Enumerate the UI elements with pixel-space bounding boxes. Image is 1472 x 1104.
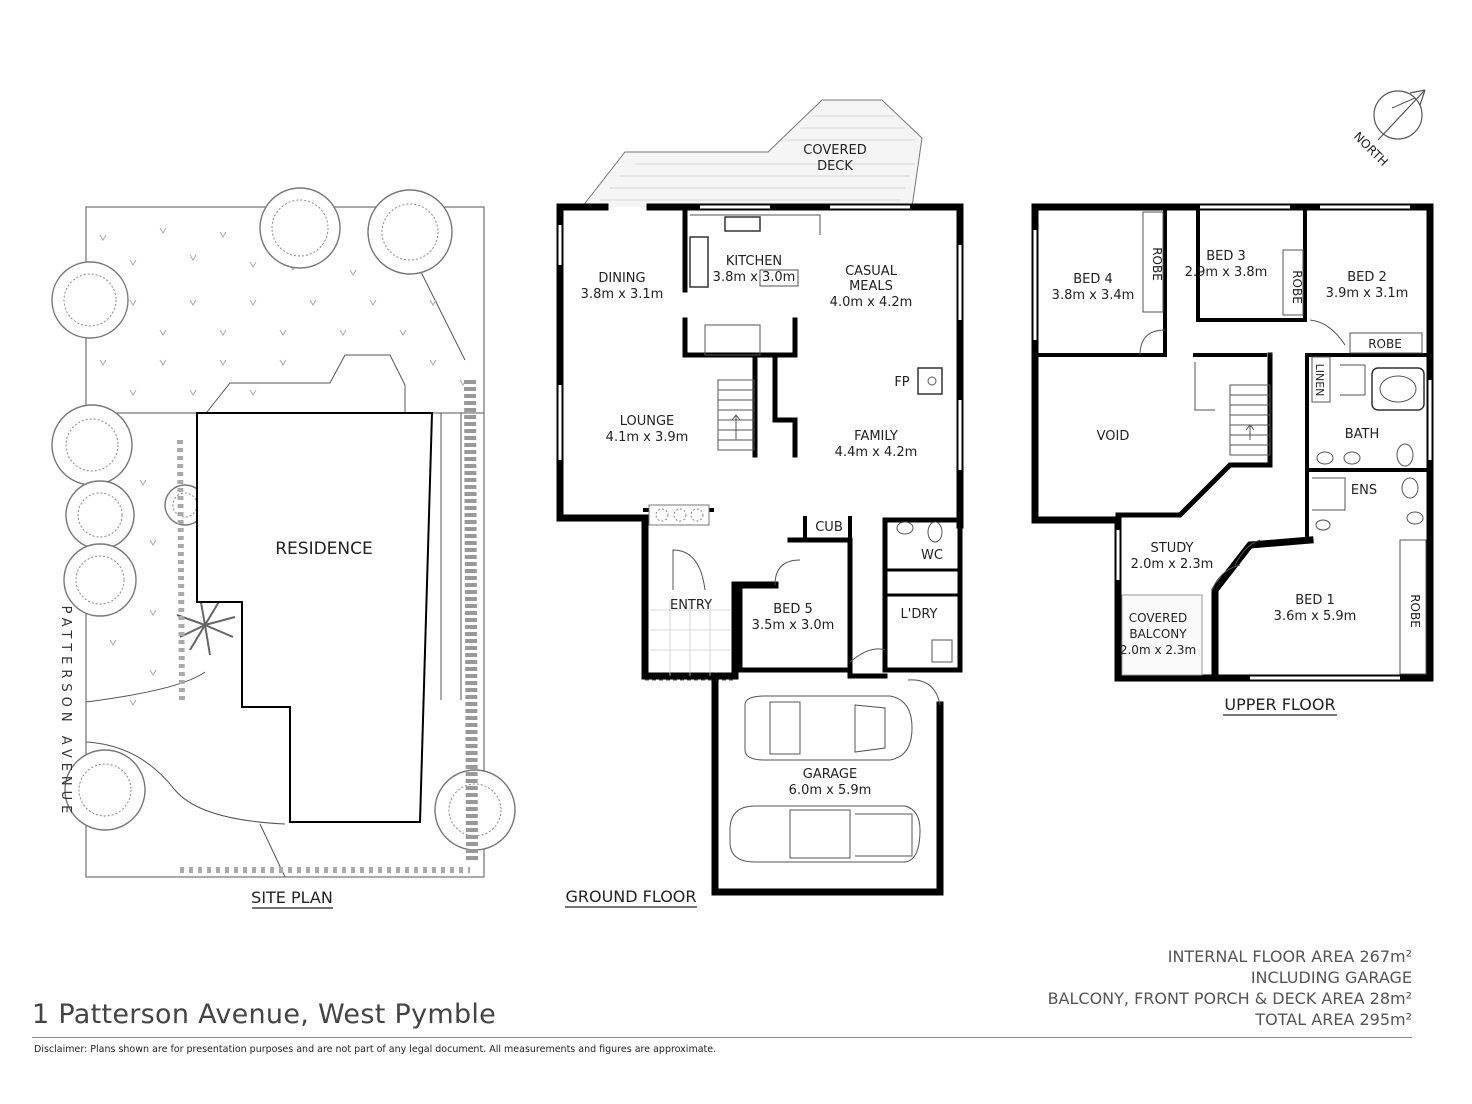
entry-porch xyxy=(650,600,730,676)
bed1-robe xyxy=(1399,539,1427,675)
void-label: VOID xyxy=(1097,429,1130,444)
site-plan: RESIDENCE PATTERSON AVENUE SITE PLAN xyxy=(51,187,516,909)
bed1-label: BED 1 xyxy=(1295,593,1335,608)
bed4-robe xyxy=(1142,211,1164,313)
ensuite-label: ENS xyxy=(1351,483,1377,498)
site-deck xyxy=(206,354,406,413)
upper-stairs xyxy=(1194,362,1271,456)
street-name: PATTERSON AVENUE xyxy=(58,606,73,819)
north-arrow-icon: NORTH xyxy=(1351,89,1426,169)
study-label: STUDY xyxy=(1151,541,1194,556)
ensuite-shower xyxy=(1312,477,1346,511)
upper-floor-title: UPPER FLOOR xyxy=(1224,695,1335,714)
oven xyxy=(689,236,709,288)
planter xyxy=(648,504,710,526)
linen-label: LINEN xyxy=(1313,364,1326,397)
covered-balcony-label: COVERED xyxy=(1129,611,1188,625)
area-line: INCLUDING GARAGE xyxy=(1250,968,1412,987)
entry-label: ENTRY xyxy=(670,598,712,613)
bed2-robe xyxy=(1349,332,1423,354)
bed3-robe xyxy=(1282,249,1304,316)
garage-label: GARAGE xyxy=(803,767,857,782)
ground-floor-title: GROUND FLOOR xyxy=(565,887,696,906)
site-plan-title: SITE PLAN xyxy=(251,888,333,907)
bed2-label: BED 2 xyxy=(1347,270,1387,285)
robe-label: ROBE xyxy=(1290,270,1304,304)
kitchen-island xyxy=(704,324,761,356)
dining-label: DINING xyxy=(598,271,645,286)
cub-label: CUB xyxy=(815,520,843,535)
laundry-label: L'DRY xyxy=(901,607,938,622)
fireplace xyxy=(917,367,943,395)
bed4-label: BED 4 xyxy=(1073,272,1113,287)
area-line: TOTAL AREA 295m² xyxy=(1255,1010,1412,1029)
covered-balcony xyxy=(1121,594,1203,676)
area-line: INTERNAL FLOOR AREA 267m² xyxy=(1167,947,1412,966)
bed3-label: BED 3 xyxy=(1206,249,1246,264)
ground-stairs xyxy=(717,379,755,451)
wc-basin xyxy=(896,521,914,535)
svg-text:BED 53.5m x 3.0m: BED 53.5m x 3.0m xyxy=(752,602,835,633)
svg-text:BED 32.9m x 3.8m: BED 32.9m x 3.8m xyxy=(1185,249,1268,280)
toilet xyxy=(927,521,943,543)
kitchen-label: KITCHEN xyxy=(726,254,782,269)
svg-text:BED 43.8m x 3.4m: BED 43.8m x 3.4m xyxy=(1052,272,1135,303)
laundry-tub xyxy=(931,639,953,663)
palm-tree-icon xyxy=(176,596,236,656)
svg-text:BED 13.6m x 5.9m: BED 13.6m x 5.9m xyxy=(1274,593,1357,624)
trees xyxy=(51,187,516,873)
ute-icon xyxy=(729,805,921,863)
shower xyxy=(1340,364,1366,396)
bath-toilet xyxy=(1396,443,1414,467)
casual-meals-label: CASUAL xyxy=(845,264,898,279)
family-label: FAMILY xyxy=(854,429,898,444)
svg-text:BED 23.9m x 3.1m: BED 23.9m x 3.1m xyxy=(1326,270,1409,301)
residence-label: RESIDENCE xyxy=(275,539,373,559)
spa-bath xyxy=(1371,367,1425,411)
property-address: 1 Patterson Avenue, West Pymble xyxy=(32,999,497,1030)
area-line: BALCONY, FRONT PORCH & DECK AREA 28m² xyxy=(1047,989,1412,1008)
area-summary: INTERNAL FLOOR AREA 267m² INCLUDING GARA… xyxy=(1048,946,1412,1030)
kitchen-sink xyxy=(724,216,761,232)
robe-label: ROBE xyxy=(1150,247,1164,281)
robe-label: ROBE xyxy=(1408,594,1422,628)
disclaimer: Disclaimer: Plans shown are for presenta… xyxy=(34,1044,717,1055)
covered-deck xyxy=(581,99,923,208)
car-icon xyxy=(744,695,913,761)
wc-label: WC xyxy=(921,548,943,563)
robe-label: ROBE xyxy=(1368,337,1402,351)
divider xyxy=(32,1037,1412,1038)
fp-label: FP xyxy=(894,375,909,390)
lounge-label: LOUNGE xyxy=(620,414,675,429)
residence-outline xyxy=(196,412,434,823)
bed5-label: BED 5 xyxy=(773,602,813,617)
bath-label: BATH xyxy=(1345,427,1380,442)
linen-cupboard xyxy=(1311,356,1331,403)
covered-deck-label: COVERED xyxy=(803,143,866,158)
ensuite-toilet xyxy=(1401,477,1419,499)
